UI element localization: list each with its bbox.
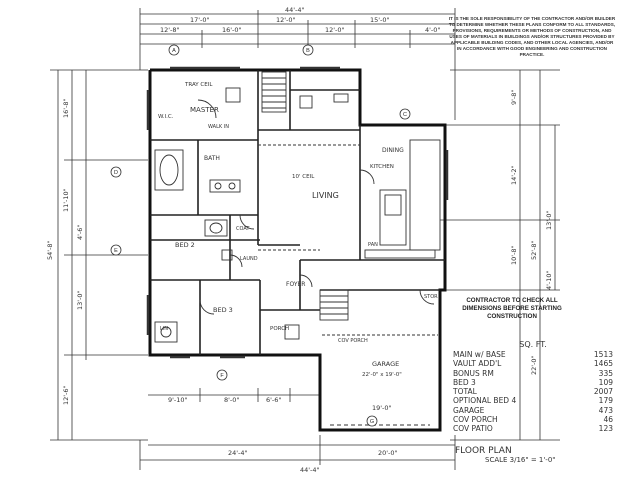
dimension-text: 44'-4" 17'-0" 12'-0" 15'-0" 12'-8" 16'-0… bbox=[46, 6, 553, 474]
room-bed3: BED 3 bbox=[213, 306, 233, 314]
square-footage-header: SQ. FT. bbox=[519, 340, 547, 349]
svg-text:19'-0": 19'-0" bbox=[372, 404, 392, 412]
room-foyer: FOYER bbox=[286, 281, 305, 288]
svg-text:G: G bbox=[370, 419, 374, 425]
fixtures bbox=[146, 66, 449, 426]
svg-text:24'-4": 24'-4" bbox=[228, 449, 248, 457]
contractor-note: CONTRACTOR TO CHECK ALL DIMENSIONS BEFOR… bbox=[462, 297, 562, 320]
svg-text:STOR: STOR bbox=[424, 294, 438, 300]
svg-text:10' CEIL: 10' CEIL bbox=[292, 174, 315, 180]
room-living: LIVING bbox=[312, 191, 339, 200]
svg-text:22'-0" x 19'-0": 22'-0" x 19'-0" bbox=[362, 372, 402, 378]
svg-text:13'-0": 13'-0" bbox=[545, 210, 553, 230]
svg-text:9'-8": 9'-8" bbox=[510, 90, 518, 105]
svg-text:A: A bbox=[172, 48, 176, 54]
svg-text:22'-0": 22'-0" bbox=[530, 355, 538, 375]
svg-text:E: E bbox=[114, 248, 118, 254]
svg-text:WALK IN: WALK IN bbox=[208, 124, 229, 130]
svg-text:11'-10": 11'-10" bbox=[62, 188, 70, 212]
svg-text:PAN: PAN bbox=[368, 242, 378, 248]
svg-text:4'-6": 4'-6" bbox=[76, 225, 84, 240]
svg-text:LIN: LIN bbox=[160, 326, 168, 332]
dim-left-overall: 54'-8" bbox=[46, 240, 54, 260]
svg-text:COAT: COAT bbox=[236, 226, 250, 232]
dim-top-overall: 44'-4" bbox=[285, 6, 305, 14]
svg-text:D: D bbox=[114, 170, 118, 176]
drawing-title: FLOOR PLAN bbox=[455, 446, 512, 456]
svg-text:9'-10": 9'-10" bbox=[168, 396, 188, 404]
svg-text:16'-0": 16'-0" bbox=[222, 26, 242, 34]
svg-text:14'-2": 14'-2" bbox=[510, 165, 518, 185]
svg-text:12'-8": 12'-8" bbox=[160, 26, 180, 34]
svg-text:C: C bbox=[403, 112, 407, 118]
svg-text:12'-0": 12'-0" bbox=[325, 26, 345, 34]
room-garage: GARAGE bbox=[372, 360, 399, 368]
title-block: FLOOR PLAN SCALE 3/16" = 1'-0" bbox=[455, 446, 605, 464]
svg-text:15'-0": 15'-0" bbox=[370, 16, 390, 24]
svg-text:20'-0": 20'-0" bbox=[378, 449, 398, 457]
svg-text:LAUND: LAUND bbox=[240, 256, 258, 262]
svg-text:6'-6": 6'-6" bbox=[266, 396, 281, 404]
dim-right-overall: 52'-8" bbox=[530, 240, 538, 260]
room-porch: PORCH bbox=[270, 326, 289, 332]
svg-text:8'-0": 8'-0" bbox=[224, 396, 239, 404]
room-kitchen: KITCHEN bbox=[370, 164, 394, 170]
room-master: MASTER bbox=[190, 106, 219, 114]
responsibility-note: IT IS THE SOLE RESPONSIBILITY OF THE CON… bbox=[448, 16, 616, 57]
room-bed2: BED 2 bbox=[175, 241, 195, 249]
svg-text:W.I.C.: W.I.C. bbox=[158, 114, 174, 120]
svg-text:13'-0": 13'-0" bbox=[76, 290, 84, 310]
svg-text:4'-10": 4'-10" bbox=[545, 270, 553, 290]
svg-text:10'-8": 10'-8" bbox=[510, 245, 518, 265]
svg-text:12'-0": 12'-0" bbox=[276, 16, 296, 24]
svg-text:F: F bbox=[220, 373, 224, 379]
grid-markers bbox=[110, 44, 411, 427]
dimension-lines bbox=[50, 8, 560, 470]
svg-text:12'-6": 12'-6" bbox=[62, 385, 70, 405]
room-bath: BATH bbox=[204, 155, 220, 162]
drawing-scale: SCALE 3/16" = 1'-0" bbox=[485, 456, 556, 464]
dim-bottom-overall: 44'-4" bbox=[300, 466, 320, 474]
svg-text:TRAY CEIL: TRAY CEIL bbox=[184, 82, 213, 88]
room-labels: MASTER TRAY CEIL W.I.C. BATH LIVING 10' … bbox=[158, 82, 438, 378]
svg-text:4'-0": 4'-0" bbox=[425, 26, 440, 34]
svg-text:COV PORCH: COV PORCH bbox=[338, 338, 368, 344]
svg-text:B: B bbox=[306, 48, 310, 54]
room-dining: DINING bbox=[382, 147, 404, 154]
grid-marker-labels: A B C D E F G bbox=[114, 48, 407, 425]
svg-text:17'-0": 17'-0" bbox=[190, 16, 210, 24]
svg-text:16'-8": 16'-8" bbox=[62, 98, 70, 118]
